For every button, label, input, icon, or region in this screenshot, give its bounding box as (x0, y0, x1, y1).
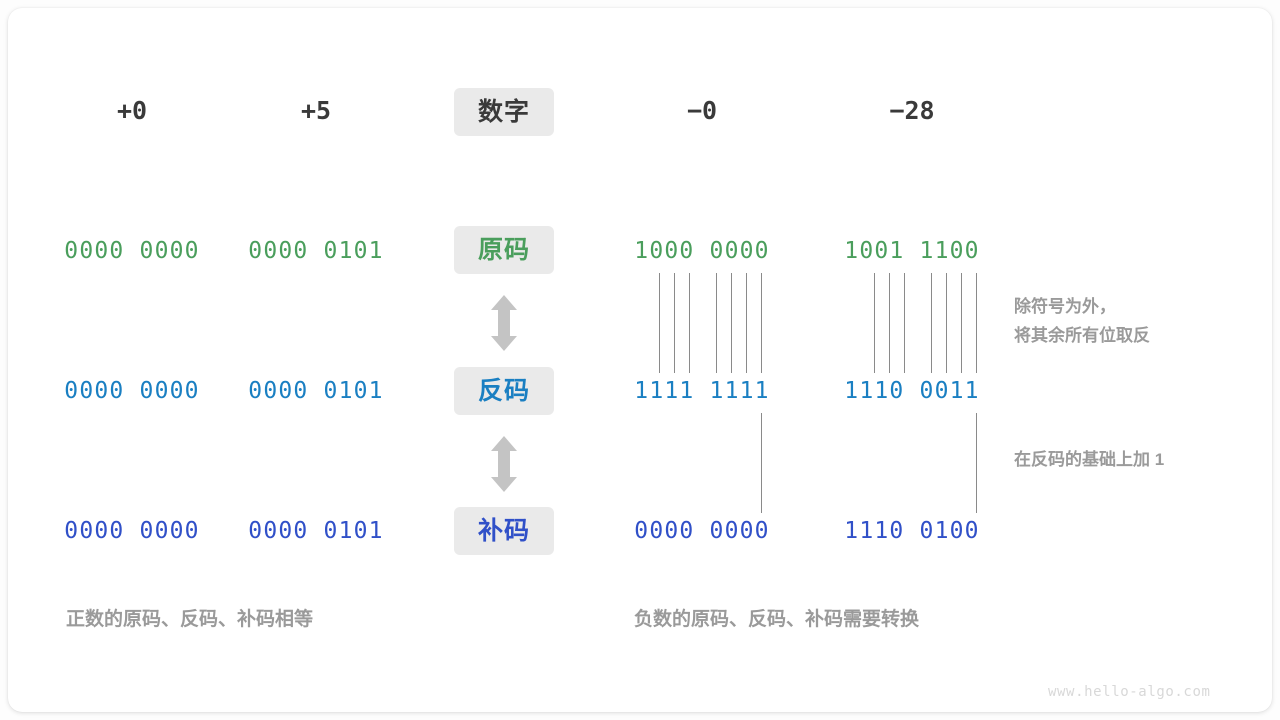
connector-line (889, 273, 890, 373)
row-label-sign-magnitude: 原码 (454, 226, 554, 274)
caption-positive: 正数的原码、反码、补码相等 (66, 609, 314, 630)
row-label-ones-complement: 反码 (454, 367, 554, 415)
connector-line (761, 413, 762, 513)
cell-twos-complement-plus-five: 0000 0101 (248, 518, 384, 544)
cell-ones-complement-minus-zero: 1111 1111 (634, 378, 770, 404)
connector-line (716, 273, 717, 373)
cell-sign-magnitude-minus-zero: 1000 0000 (634, 238, 770, 264)
connector-line (761, 273, 762, 373)
column-header-plus-five: +5 (300, 96, 332, 125)
connector-line (659, 273, 660, 373)
connector-line (674, 273, 675, 373)
connector-line (874, 273, 875, 373)
cell-sign-magnitude-minus-twentyeight: 1001 1100 (844, 238, 980, 264)
connector-line (961, 273, 962, 373)
connector-line (689, 273, 690, 373)
cell-sign-magnitude-plus-zero: 0000 0000 (64, 238, 200, 264)
column-header-minus-twentyeight: −28 (889, 96, 935, 125)
connector-line (946, 273, 947, 373)
double-arrow-icon-invert (487, 295, 521, 356)
double-arrow-icon-add-one (487, 436, 521, 497)
cell-twos-complement-minus-twentyeight: 1110 0100 (844, 518, 980, 544)
connector-line (976, 273, 977, 373)
column-header-minus-zero: −0 (686, 96, 718, 125)
cell-twos-complement-minus-zero: 0000 0000 (634, 518, 770, 544)
annotation-invert-bits: 除符号为外， 将其余所有位取反 (1014, 297, 1150, 345)
connector-line (904, 273, 905, 373)
connector-line (931, 273, 932, 373)
cell-ones-complement-plus-five: 0000 0101 (248, 378, 384, 404)
diagram-card: +0 +5 数字 −0 −28 0000 0000 0000 0101 原码 1… (8, 8, 1272, 712)
connector-line (746, 273, 747, 373)
connector-line (731, 273, 732, 373)
cell-twos-complement-plus-zero: 0000 0000 (64, 518, 200, 544)
annotation-add-one: 在反码的基础上加 1 (1014, 450, 1165, 469)
row-label-twos-complement: 补码 (454, 507, 554, 555)
cell-ones-complement-minus-twentyeight: 1110 0011 (844, 378, 980, 404)
caption-negative: 负数的原码、反码、补码需要转换 (634, 609, 920, 630)
cell-sign-magnitude-plus-five: 0000 0101 (248, 238, 384, 264)
connector-line (976, 413, 977, 513)
cell-ones-complement-plus-zero: 0000 0000 (64, 378, 200, 404)
column-header-plus-zero: +0 (116, 96, 148, 125)
row-label-number: 数字 (454, 88, 554, 136)
watermark: www.hello-algo.com (1048, 684, 1211, 700)
